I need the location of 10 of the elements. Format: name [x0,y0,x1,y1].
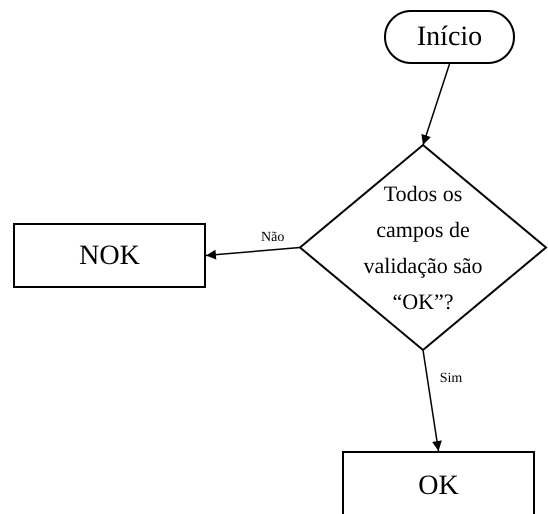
process-box [342,451,535,514]
node-label: OK [418,470,459,502]
node-label: Todos os campos de validação são “OK”? [362,180,484,316]
arrow [421,64,450,146]
node-label: NOK [79,240,140,272]
arrow [422,350,442,452]
start-terminal [384,10,515,64]
process-box [13,223,206,288]
arrow [206,246,300,260]
node-label: Início [416,21,482,53]
